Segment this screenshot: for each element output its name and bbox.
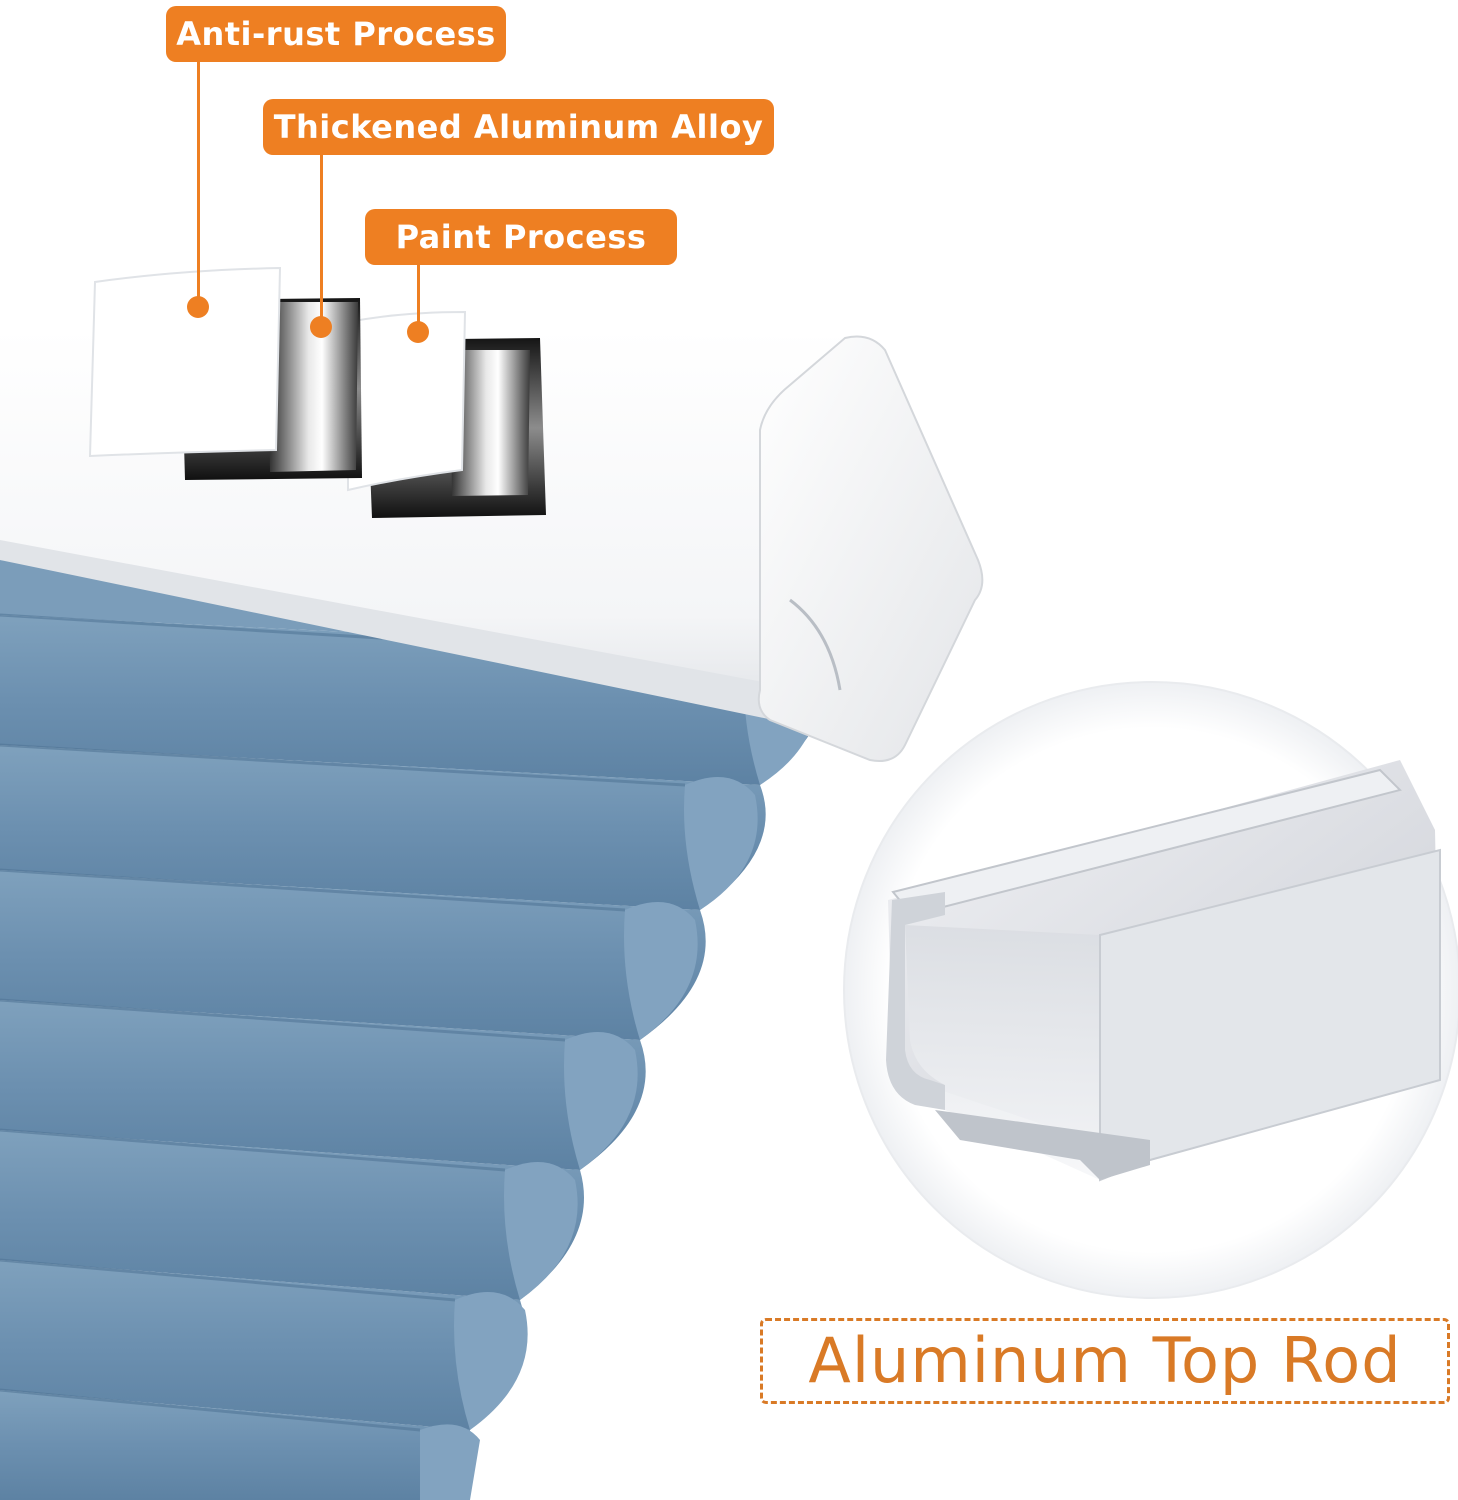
marker-dot-paint [407,321,429,343]
callout-paint-process: Paint Process [365,209,677,265]
marker-dot-thickened [310,316,332,338]
callout-thickened-aluminum: Thickened Aluminum Alloy [263,99,774,155]
layer-swatches [88,266,546,518]
caption-aluminum-top-rod: Aluminum Top Rod [760,1318,1450,1404]
callout-anti-rust: Anti-rust Process [166,6,506,62]
rod-inset [843,681,1458,1299]
leader-line-paint [417,265,420,331]
caption-text: Aluminum Top Rod [808,1324,1402,1397]
leader-line-anti-rust [197,62,200,306]
leader-line-thickened [320,155,323,326]
marker-dot-anti-rust [187,296,209,318]
